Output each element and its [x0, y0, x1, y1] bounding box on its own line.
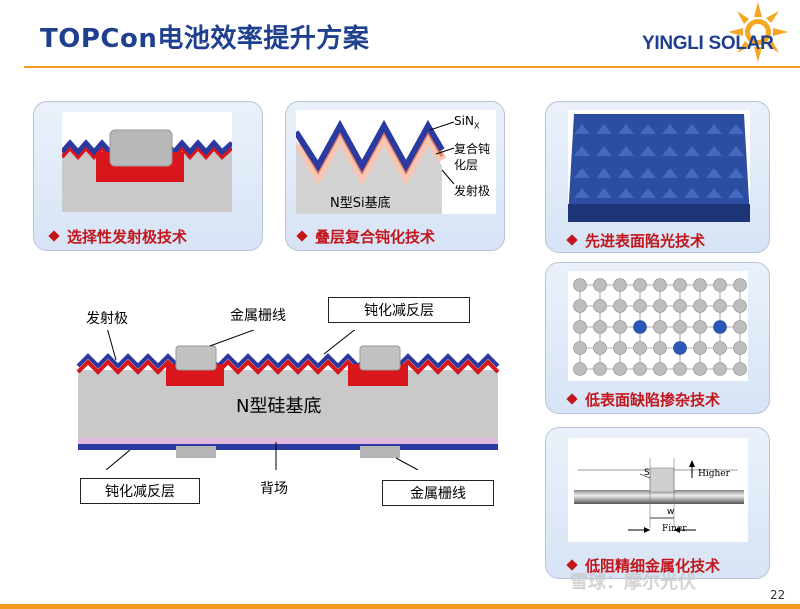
slide-title: TOPCon电池效率提升方案 — [40, 24, 370, 54]
diamond-bullet-icon — [566, 393, 578, 405]
selective-emitter-diagram — [60, 112, 234, 212]
silicon-atom — [713, 341, 727, 355]
caption-text: 低表面缺陷掺杂技术 — [585, 391, 721, 409]
caption-light-trapping: 先进表面陷光技术 — [566, 230, 706, 251]
label-emitter: 发射极 — [86, 311, 128, 327]
silicon-atom — [733, 299, 747, 313]
silicon-atom — [693, 341, 707, 355]
silicon-atom — [673, 278, 687, 292]
silicon-atom — [713, 299, 727, 313]
silicon-atom — [633, 362, 647, 376]
caption-text: 选择性发射极技术 — [67, 228, 188, 246]
silicon-atom — [733, 341, 747, 355]
title-divider — [24, 66, 800, 68]
diamond-bullet-icon — [566, 234, 578, 246]
silicon-atom — [573, 299, 587, 313]
label-composite-1: 复合钝 — [454, 142, 491, 156]
label-sinx: SiNX — [454, 114, 479, 130]
label-higher: Higher — [698, 469, 730, 479]
panel-fine-metallization: S w Higher Finer 低阻精细金属化技术 — [545, 427, 770, 579]
caption-stacked-passivation: 叠层复合钝化技术 — [296, 226, 436, 247]
label-arc-layer: 钝化减反层 — [328, 297, 470, 323]
label-back-field: 背场 — [260, 481, 288, 497]
silicon-atom — [613, 362, 627, 376]
pyramid-texture-image — [568, 110, 750, 222]
label-s: S — [644, 468, 650, 478]
silicon-atom — [593, 362, 607, 376]
silicon-atom — [593, 341, 607, 355]
caption-text: 先进表面陷光技术 — [585, 232, 706, 250]
silicon-atom — [713, 278, 727, 292]
silicon-atom — [573, 341, 587, 355]
label-metal-grid-top: 金属栅线 — [230, 308, 286, 324]
silicon-atom — [593, 299, 607, 313]
label-composite-2: 化层 — [454, 158, 479, 172]
brand-name: YINGLI SOLAR — [642, 33, 774, 54]
silicon-atom — [713, 362, 727, 376]
silicon-atom — [733, 362, 747, 376]
silicon-atom — [593, 320, 607, 334]
silicon-atom — [653, 362, 667, 376]
caption-text: 低阻精细金属化技术 — [585, 557, 721, 575]
silicon-atom — [633, 299, 647, 313]
silicon-atom — [733, 278, 747, 292]
panel-light-trapping: 先进表面陷光技术 — [545, 101, 770, 253]
bottom-divider — [0, 604, 800, 609]
yingli-sun-logo-icon — [728, 2, 788, 62]
caption-low-defect-doping: 低表面缺陷掺杂技术 — [566, 389, 721, 410]
silicon-atom — [573, 320, 587, 334]
dopant-atom — [633, 320, 647, 334]
silicon-atom — [633, 278, 647, 292]
silicon-atom — [633, 341, 647, 355]
dopant-atom — [673, 341, 687, 355]
diamond-bullet-icon — [296, 230, 308, 242]
lattice-doping-diagram — [568, 271, 748, 381]
label-n-si-substrate: N型Si基底 — [330, 196, 391, 211]
silicon-atom — [693, 278, 707, 292]
panel-low-defect-doping: 低表面缺陷掺杂技术 — [545, 262, 770, 414]
dopant-atom — [713, 320, 727, 334]
watermark: 雪球：摩尔光伏 — [570, 572, 696, 593]
page-number: 22 — [770, 588, 786, 602]
caption-selective-emitter: 选择性发射极技术 — [48, 226, 188, 247]
silicon-atom — [673, 299, 687, 313]
diamond-bullet-icon — [48, 230, 60, 242]
label-emitter-small: 发射极 — [454, 184, 491, 198]
stacked-passivation-diagram — [293, 110, 496, 214]
silicon-atom — [693, 299, 707, 313]
sinx-subscript: X — [473, 121, 480, 131]
panel-selective-emitter: 选择性发射极技术 — [33, 101, 263, 251]
silicon-atom — [613, 320, 627, 334]
silicon-atom — [733, 320, 747, 334]
label-n-substrate: N型硅基底 — [236, 396, 322, 417]
silicon-atom — [693, 320, 707, 334]
caption-fine-metallization: 低阻精细金属化技术 — [566, 555, 721, 576]
label-w: w — [667, 507, 675, 517]
caption-text: 叠层复合钝化技术 — [315, 228, 436, 246]
silicon-atom — [573, 362, 587, 376]
label-finer: Finer — [662, 524, 687, 534]
silicon-atom — [693, 362, 707, 376]
silicon-atom — [573, 278, 587, 292]
fine-finger-diagram — [568, 438, 748, 542]
silicon-atom — [653, 341, 667, 355]
silicon-atom — [653, 320, 667, 334]
silicon-atom — [653, 299, 667, 313]
silicon-atom — [613, 278, 627, 292]
silicon-atom — [613, 299, 627, 313]
silicon-atom — [673, 362, 687, 376]
topcon-cell-cross-section — [76, 330, 500, 470]
silicon-atom — [653, 278, 667, 292]
label-passivation-bottom: 钝化减反层 — [80, 478, 200, 504]
panel-stacked-passivation: SiNX 复合钝 化层 发射极 N型Si基底 叠层复合钝化技术 — [285, 101, 505, 251]
silicon-atom — [593, 278, 607, 292]
silicon-atom — [613, 341, 627, 355]
label-metal-grid-bottom: 金属栅线 — [382, 480, 494, 506]
silicon-atom — [673, 320, 687, 334]
sinx-text: SiN — [454, 114, 474, 128]
